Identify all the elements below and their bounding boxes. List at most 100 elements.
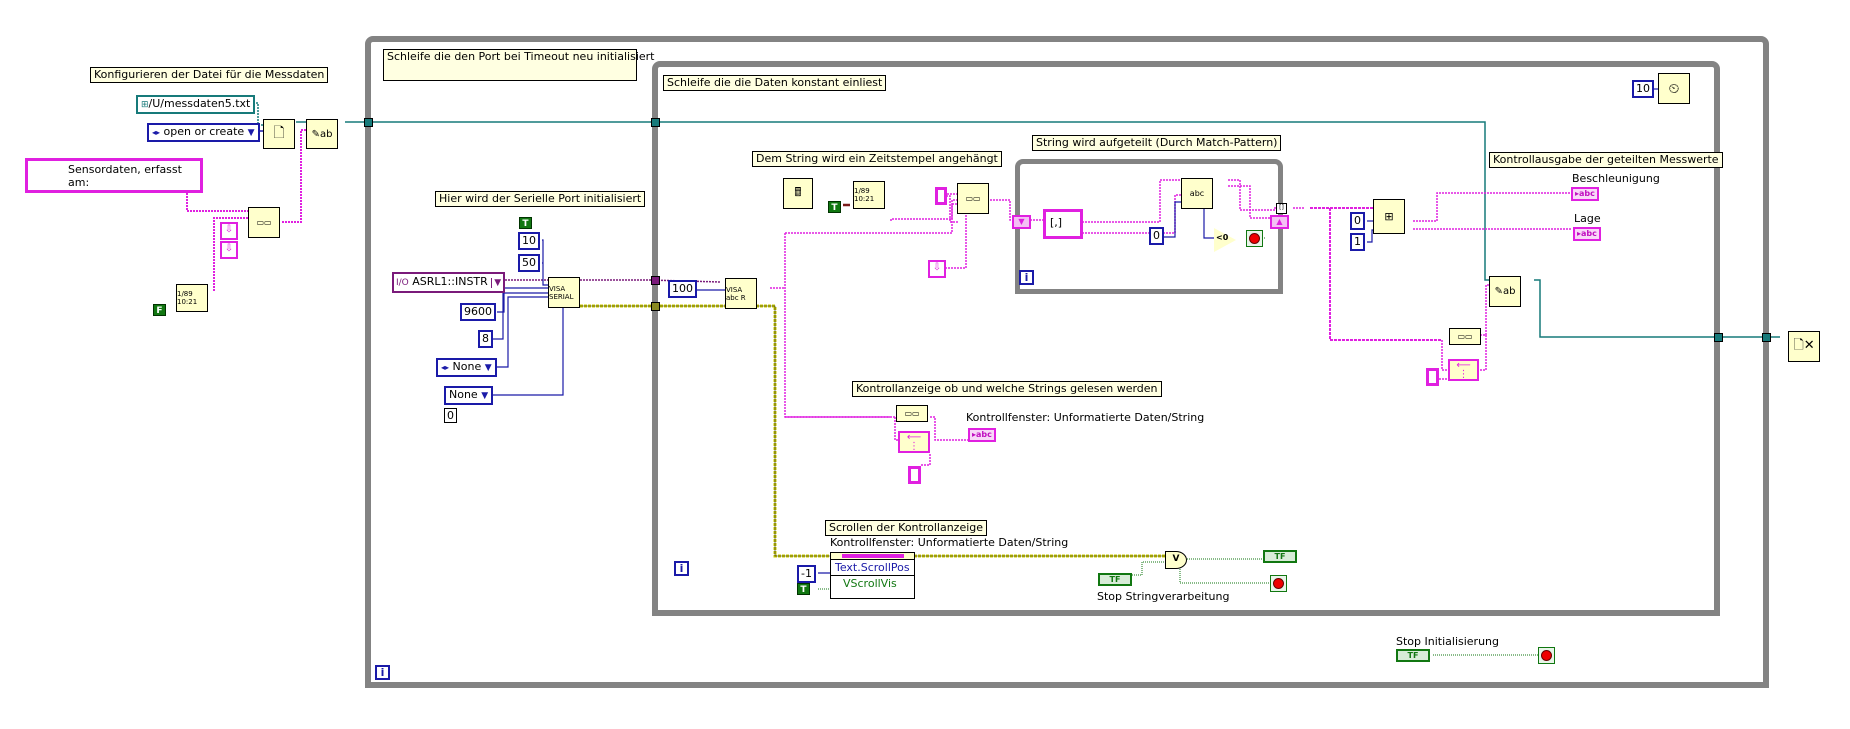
tunnel-file-inner-in [651, 118, 660, 127]
dropdown-arrow-icon[interactable]: ▼ [247, 128, 255, 138]
split-loop-iteration-terminal: i [1019, 270, 1034, 285]
file-operation-value: open or create [163, 125, 245, 138]
empty-string-constant-2[interactable] [1426, 368, 1439, 386]
visa-resource-wire [490, 279, 721, 283]
baud-rate-constant[interactable]: 9600 [460, 303, 496, 321]
less-than-zero-label: <0 [1216, 233, 1229, 242]
comment-file-config: Konfigurieren der Datei für die Messdate… [90, 67, 329, 83]
flow-control-enum[interactable]: None ▼ [444, 386, 494, 405]
scroll-pos-constant[interactable]: -1 [797, 565, 816, 583]
file-refnum-wire-out [1534, 279, 1780, 338]
flow-value-label: 0 [444, 408, 457, 423]
tunnel-file-outer-in [364, 118, 373, 127]
linefeed-constant-2[interactable]: ⇩ [220, 241, 238, 259]
visa-resource-constant[interactable]: I/O ASRL1::INSTR ▼ [392, 272, 506, 293]
or-node[interactable]: V [1165, 551, 1187, 569]
bool-false-constant[interactable]: F [153, 304, 166, 316]
lage-indicator[interactable]: ▸abc [1573, 227, 1601, 241]
termchar-constant[interactable]: 50 [518, 254, 540, 272]
concat-strings-node-4[interactable]: ▭▭ [896, 405, 928, 422]
empty-string-constant-3[interactable] [908, 466, 921, 484]
parity-value: None [452, 360, 482, 373]
stop-string-control[interactable]: TF [1098, 573, 1132, 586]
file-path-constant[interactable]: ⊞/U/messdaten5.txt [136, 95, 256, 114]
abc-label: abc [1581, 229, 1597, 238]
open-file-node[interactable]: 🗋 [263, 119, 295, 149]
bool-true-constant-time[interactable]: T [828, 201, 841, 213]
beschleunigung-label: Beschleunigung [1572, 172, 1660, 185]
outer-loop-stop-terminal[interactable] [1538, 647, 1555, 664]
linefeed-constant-3[interactable]: ⇩ [928, 260, 946, 278]
write-text-file-node-2[interactable]: ✎ab [1489, 276, 1521, 307]
index-1-constant[interactable]: 1 [1350, 233, 1365, 251]
dropdown-arrow-icon[interactable]: ▼ [484, 363, 492, 373]
parity-enum[interactable]: ◂▸ None ▼ [436, 358, 497, 377]
write-text-file-node[interactable]: ✎ab [306, 119, 338, 149]
property-vscrollvis[interactable]: VScrollVis [843, 577, 897, 590]
data-bits-constant[interactable]: 8 [478, 330, 493, 348]
insert-into-array-node[interactable]: ⟵⋮ [1448, 359, 1479, 381]
visa-read-node[interactable]: VISA abc R [725, 278, 757, 309]
index-array-node[interactable]: ⊞ [1373, 199, 1405, 234]
flow-control-value: None [449, 388, 478, 401]
shift-register-left: ▼ [1012, 215, 1031, 229]
stop-init-control[interactable]: TF [1396, 649, 1430, 662]
inner-loop-stop-terminal[interactable] [1270, 575, 1287, 592]
get-date-time-node[interactable]: 🖩 [783, 178, 813, 209]
comment-split: String wird aufgeteilt (Durch Match-Patt… [1032, 135, 1282, 151]
visa-serial-label: VISA SERIAL [549, 284, 574, 301]
stop-string-label: Stop Stringverarbeitung [1097, 590, 1230, 603]
dropdown-arrow-icon[interactable]: ▼ [481, 391, 489, 401]
format-date-time-node-2[interactable]: 1/89 10:21 [853, 181, 885, 209]
file-operation-enum[interactable]: ◂▸ open or create ▼ [147, 123, 260, 142]
empty-string-constant-1[interactable] [935, 187, 947, 205]
control-window-label: Kontrollfenster: Unformatierte Daten/Str… [966, 411, 1205, 424]
comment-outer-loop: Schleife die den Port bei Timeout neu in… [383, 49, 654, 81]
header-string-constant[interactable]: Sensordaten, erfasst am: [25, 158, 203, 193]
control-window-indicator[interactable]: ▸abc [968, 428, 996, 442]
byte-count-constant[interactable]: 100 [668, 280, 697, 298]
concat-strings-node[interactable]: ▭▭ [248, 207, 280, 238]
property-node-label: Kontrollfenster: Unformatierte Daten/Str… [830, 536, 1069, 549]
wait-ms-node[interactable]: ⏲ [1658, 73, 1690, 104]
indexing-tunnel: [] [1276, 203, 1287, 214]
tunnel-visa-inner-in [651, 276, 660, 285]
comment-control-output: Kontrollausgabe der geteilten Messwerte [1489, 152, 1723, 168]
concat-strings-node-2[interactable]: ▭▭ [957, 183, 989, 214]
header-string-value: Sensordaten, erfasst am: [68, 163, 182, 189]
close-file-node[interactable]: 🗋✕ [1788, 331, 1820, 362]
visa-configure-serial-node[interactable]: VISA SERIAL [548, 277, 580, 308]
index-0-constant[interactable]: 0 [1350, 212, 1365, 230]
visa-icon: I/O [396, 278, 409, 288]
linefeed-constant-1[interactable]: ⇩ [220, 222, 238, 240]
bool-true-constant-scroll[interactable]: T [797, 583, 810, 595]
bool-true-constant-serial[interactable]: T [519, 217, 532, 229]
inner-loop-iteration-terminal: i [674, 561, 689, 576]
enum-arrows-icon: ◂▸ [441, 363, 450, 372]
dropdown-arrow-icon[interactable]: ▼ [491, 278, 502, 288]
property-node[interactable]: Text.ScrollPos VScrollVis [830, 552, 915, 599]
shift-register-right: ▲ [1270, 215, 1289, 229]
offset-constant[interactable]: 0 [1149, 227, 1164, 245]
property-scrollpos[interactable]: Text.ScrollPos [831, 560, 914, 576]
header-wire [186, 190, 250, 212]
concat-strings-node-3[interactable]: ▭▭ [1449, 328, 1481, 345]
property-node-header [831, 553, 914, 560]
visa-resource-value: ASRL1::INSTR [412, 275, 488, 288]
abc-label: abc [976, 430, 992, 439]
timeout-constant[interactable]: 10 [518, 232, 540, 250]
stop-string-local[interactable]: TF [1263, 550, 1297, 563]
visa-read-label: VISA abc R [726, 285, 746, 302]
outer-loop-iteration-terminal: i [375, 665, 390, 680]
pattern-string-constant[interactable]: [,] [1043, 209, 1083, 239]
less-than-zero-node[interactable] [1214, 228, 1236, 252]
split-loop-stop-terminal[interactable] [1246, 230, 1263, 247]
wait-ms-constant[interactable]: 10 [1632, 80, 1654, 98]
path-icon: ⊞ [141, 100, 149, 110]
tunnel-file-inner-out [1714, 333, 1723, 342]
stop-init-label: Stop Initialisierung [1396, 635, 1500, 648]
match-pattern-node[interactable]: abc [1181, 178, 1213, 209]
beschleunigung-indicator[interactable]: ▸abc [1571, 187, 1599, 201]
format-date-time-node-1[interactable]: 1/89 10:21 [176, 284, 208, 312]
insert-into-array-node-2[interactable]: ⟵⋮ [898, 431, 930, 453]
